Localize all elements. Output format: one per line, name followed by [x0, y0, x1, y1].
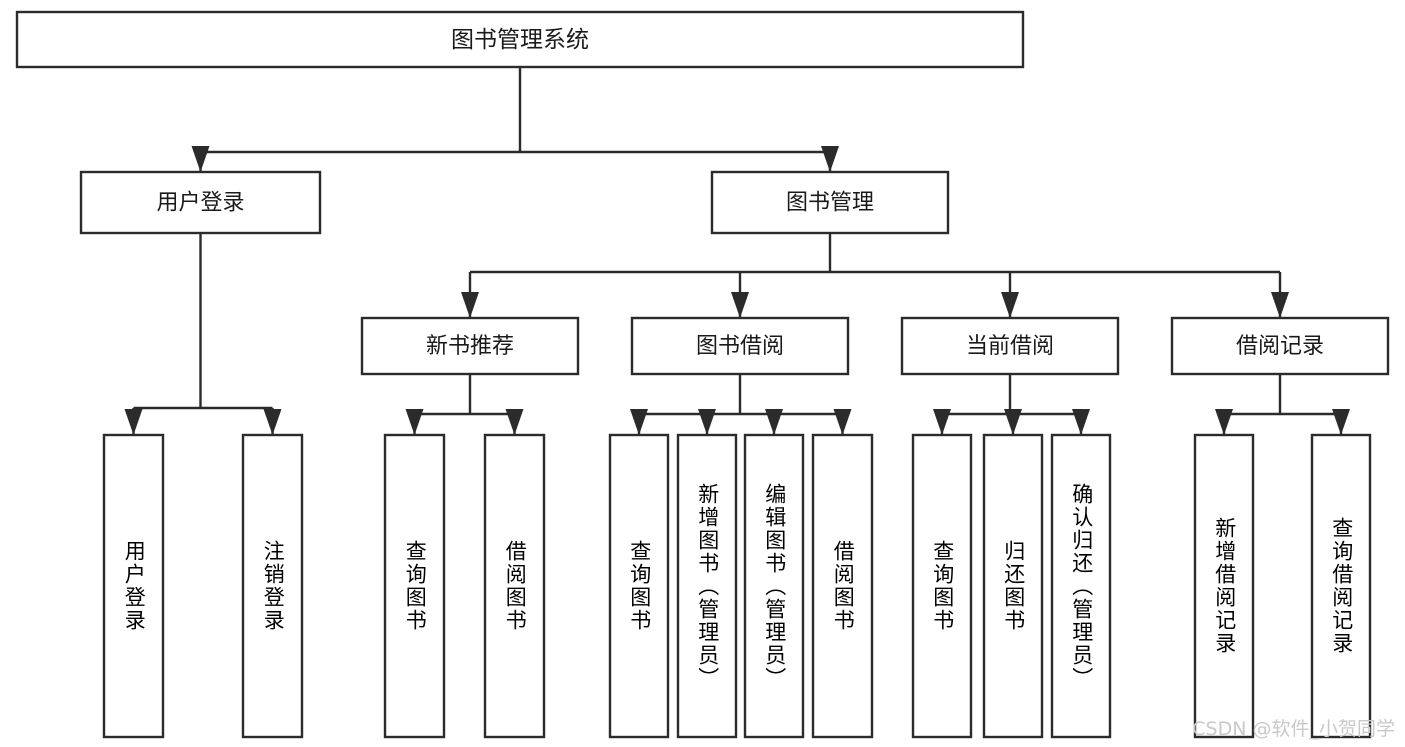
node-label-book-manage: 图书管理 [786, 191, 874, 216]
arrow-head-icon [461, 292, 479, 318]
arrow-head-icon [124, 409, 143, 435]
leaf-label-wrap: 确认归还（管理员） [1052, 435, 1110, 737]
leaf-label-holder: 新增图书（管理员） [678, 435, 736, 737]
connector-layer [124, 67, 1350, 435]
node-box-leaf-borrow-book-2[interactable] [811, 433, 874, 739]
node-box-leaf-query-book-2[interactable] [608, 433, 670, 739]
arrow-head-icon [833, 409, 852, 435]
node-box-new-book-recommend[interactable] [360, 316, 580, 376]
arrow-head-icon [505, 409, 524, 435]
arrow-head-icon [1271, 292, 1289, 318]
node-box-leaf-confirm-return[interactable] [1050, 433, 1112, 739]
leaf-label-wrap: 用户登录 [104, 435, 163, 737]
node-box-leaf-user-logout[interactable] [241, 433, 304, 739]
arrow-head-icon [821, 146, 839, 172]
node-box-leaf-add-record[interactable] [1193, 433, 1255, 739]
node-box-root[interactable] [15, 10, 1025, 69]
node-box-leaf-edit-book[interactable] [743, 433, 805, 739]
node-label-user-login: 用户登录 [156, 191, 244, 216]
node-label-leaf-query-book-3: 查询图书 [930, 540, 955, 632]
node-label-book-borrow: 图书借阅 [696, 334, 784, 359]
node-label-leaf-add-record: 新增借阅记录 [1212, 517, 1237, 655]
leaf-label-holder: 借阅图书 [813, 435, 872, 737]
leaf-label-wrap: 借阅图书 [485, 435, 544, 737]
node-label-borrow-record: 借阅记录 [1236, 334, 1324, 359]
arrow-head-icon [1072, 409, 1090, 435]
node-box-leaf-query-book-3[interactable] [911, 433, 973, 739]
node-label-current-borrow: 当前借阅 [966, 334, 1054, 359]
node-box-leaf-add-book[interactable] [676, 433, 738, 739]
leaf-label-holder: 借阅图书 [485, 435, 544, 737]
node-label-leaf-borrow-book-1: 借阅图书 [503, 540, 528, 632]
arrow-head-icon [1332, 409, 1350, 435]
arrow-head-icon [630, 409, 648, 435]
node-label-leaf-return-book: 归还图书 [1001, 540, 1026, 632]
leaf-label-holder: 用户登录 [104, 435, 163, 737]
leaf-label-wrap: 新增借阅记录 [1195, 435, 1253, 737]
leaf-label-wrap: 查询借阅记录 [1312, 435, 1370, 737]
node-label-leaf-edit-book: 编辑图书（管理员） [762, 482, 787, 690]
node-label-new-book-recommend: 新书推荐 [426, 334, 514, 359]
node-box-book-borrow[interactable] [630, 316, 850, 376]
arrow-head-icon [1004, 409, 1022, 435]
arrow-head-icon [765, 409, 783, 435]
node-label-leaf-query-book-2: 查询图书 [627, 540, 652, 632]
node-label-leaf-user-logout: 注销登录 [261, 540, 286, 632]
watermark-text: CSDN @软件_小贺同学 [1192, 718, 1395, 740]
node-box-leaf-query-record[interactable] [1310, 433, 1372, 739]
arrow-head-icon [263, 409, 282, 435]
leaf-label-wrap: 借阅图书 [813, 435, 872, 737]
leaf-label-holder: 归还图书 [984, 435, 1042, 737]
leaf-label-holder: 查询图书 [385, 435, 444, 737]
arrow-head-icon [191, 146, 210, 172]
leaf-label-wrap: 查询图书 [610, 435, 668, 737]
box-layer [15, 10, 1390, 739]
leaf-label-wrap: 查询图书 [913, 435, 971, 737]
node-label-leaf-user-login: 用户登录 [122, 540, 147, 632]
arrow-head-icon [1215, 409, 1233, 435]
arrow-head-icon [731, 292, 749, 318]
leaf-label-holder: 确认归还（管理员） [1052, 435, 1110, 737]
leaf-label-holder: 注销登录 [243, 435, 302, 737]
leaf-label-holder: 编辑图书（管理员） [745, 435, 803, 737]
leaf-label-wrap: 归还图书 [984, 435, 1042, 737]
node-box-current-borrow[interactable] [900, 316, 1120, 376]
arrow-head-icon [933, 409, 951, 435]
node-box-leaf-query-book-1[interactable] [383, 433, 446, 739]
leaf-label-holder: 新增借阅记录 [1195, 435, 1253, 737]
node-box-leaf-return-book[interactable] [982, 433, 1044, 739]
node-label-root: 图书管理系统 [451, 27, 589, 53]
node-label-leaf-query-record: 查询借阅记录 [1329, 517, 1354, 655]
node-box-book-manage[interactable] [710, 170, 950, 235]
leaf-label-holder: 查询图书 [913, 435, 971, 737]
node-label-leaf-query-book-1: 查询图书 [403, 540, 428, 632]
leaf-label-holder: 查询图书 [610, 435, 668, 737]
node-box-borrow-record[interactable] [1170, 316, 1390, 376]
node-box-leaf-borrow-book-1[interactable] [483, 433, 546, 739]
arrow-head-icon [1001, 292, 1019, 318]
node-box-leaf-user-login[interactable] [102, 433, 165, 739]
leaf-label-wrap: 编辑图书（管理员） [745, 435, 803, 737]
leaf-label-wrap: 注销登录 [243, 435, 302, 737]
node-label-leaf-confirm-return: 确认归还（管理员） [1069, 482, 1094, 690]
arrow-head-icon [405, 409, 424, 435]
leaf-label-wrap: 查询图书 [385, 435, 444, 737]
node-box-user-login[interactable] [79, 170, 322, 235]
node-label-leaf-add-book: 新增图书（管理员） [695, 482, 720, 690]
leaf-label-wrap: 新增图书（管理员） [678, 435, 736, 737]
node-label-leaf-borrow-book-2: 借阅图书 [831, 540, 856, 632]
leaf-label-holder: 查询借阅记录 [1312, 435, 1370, 737]
arrow-head-icon [698, 409, 716, 435]
